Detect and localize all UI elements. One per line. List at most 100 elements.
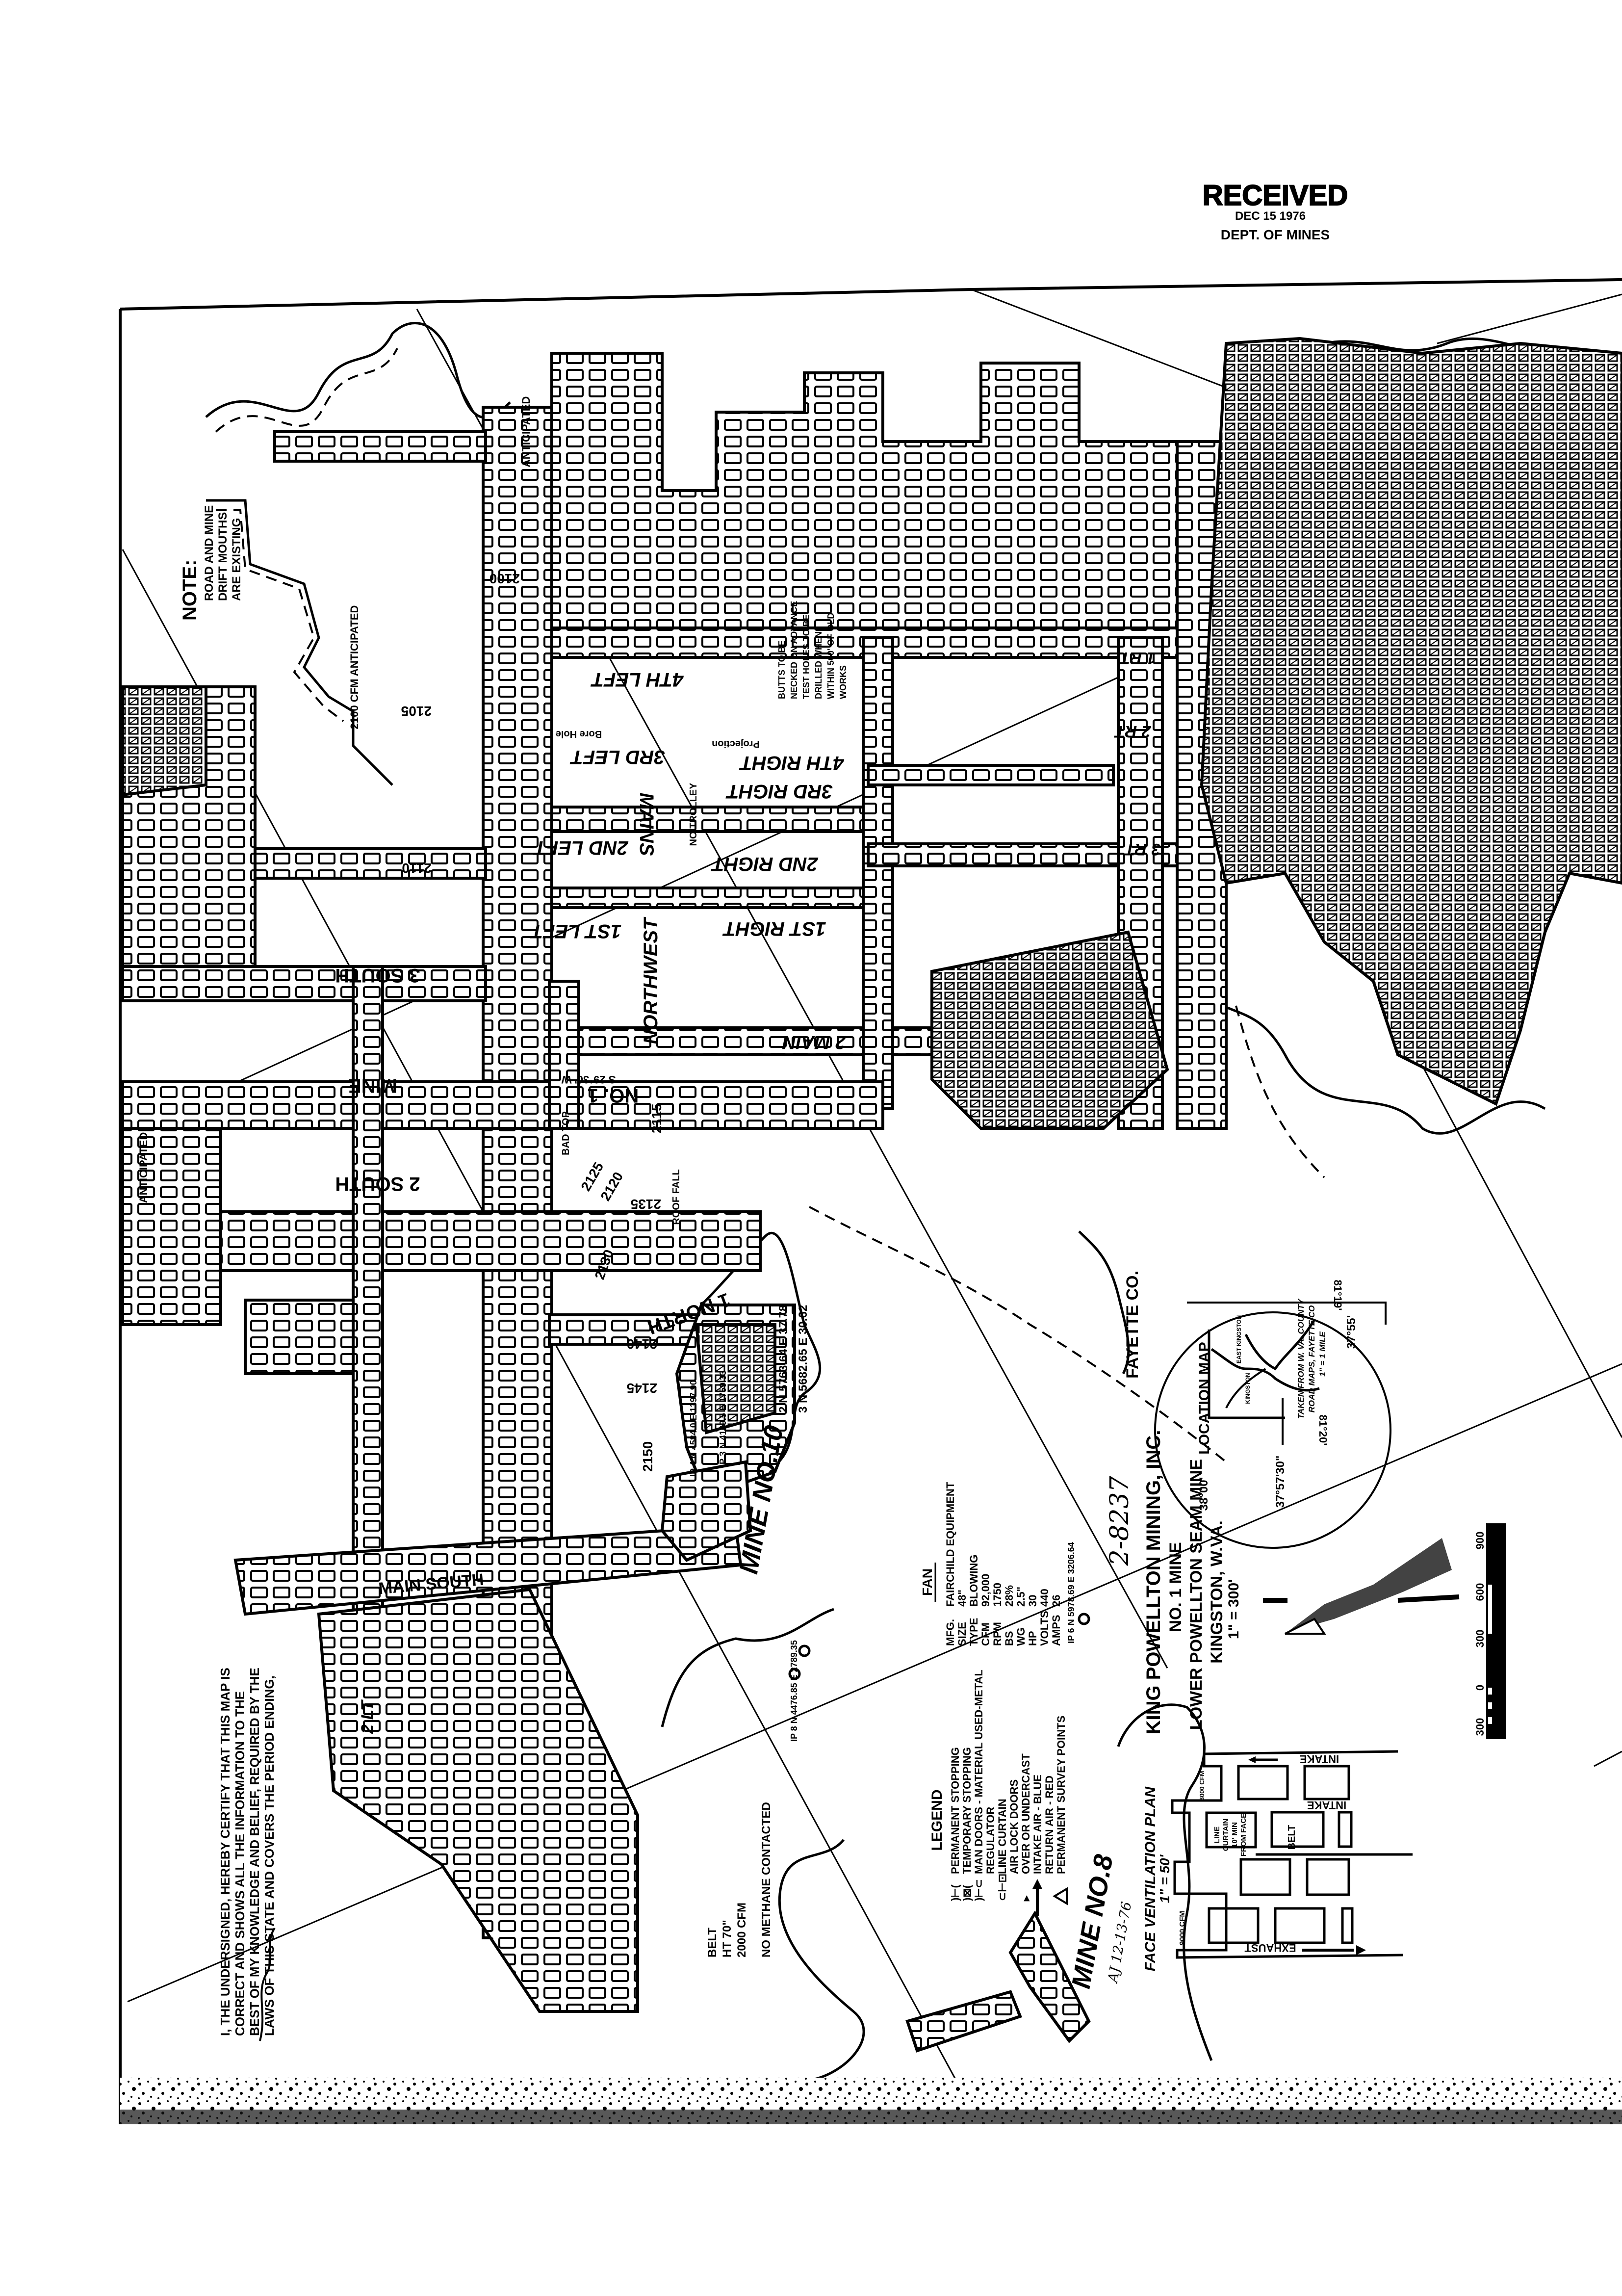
place-kingston: KINGSTON — [1244, 1373, 1251, 1404]
label-3-rt: 3 RT — [1123, 840, 1160, 859]
man-door-icon: )⊢⊂ — [973, 1879, 985, 1901]
fan-title: FAN — [920, 1568, 935, 1596]
fan-spec-label: WG — [1015, 1627, 1027, 1646]
label-anticipated-left: ANTICIPATED — [137, 1132, 150, 1203]
cfm-top-label: 3000 CFM — [1198, 1771, 1206, 1801]
face-plan-title: FACE VENTILATION PLAN — [1142, 1786, 1159, 1971]
label-2nd-left: 2ND LEFT — [533, 837, 629, 859]
legend: LEGEND )⊢( )⊠( )⊢⊂ ⊂⊢⊡ ▸ PERMANENT STOPP… — [929, 1670, 1068, 1916]
label-no-1: NO. 1 — [588, 1085, 639, 1106]
survey-point-icon — [788, 1668, 801, 1680]
seam-name: LOWER POWELLTON SEAM MINE — [1187, 1459, 1206, 1730]
survey-point-icon — [1078, 1613, 1090, 1625]
survey-point-label: 3 N 5682.65 E 30.62 — [797, 1305, 810, 1413]
scale-label: 300 — [1474, 1630, 1486, 1648]
signature — [259, 1927, 276, 2041]
location-lon-right: 81°19' — [1332, 1280, 1344, 1311]
overcast-icon: ▸ — [1020, 1895, 1032, 1902]
location-source-line: TAKEN FROM W. VA. COUNTY — [1296, 1298, 1306, 1419]
note-line: DRIFT MOUTHS — [216, 512, 230, 601]
fan-spec-value: 28% — [1003, 1585, 1015, 1607]
elevation: 2100 — [489, 571, 520, 586]
fan-spec-value: 2.5" — [1015, 1587, 1027, 1607]
fan-values: FAIRCHILD EQUIPMENT 48" BLOWING 92,000 1… — [944, 1482, 1062, 1607]
map-scale: 1" = 300' — [1226, 1579, 1242, 1639]
survey-point-label: IP 8 N 4476.85 E 2789.35 — [789, 1640, 799, 1742]
fan-spec-label: VOLTS — [1038, 1611, 1051, 1646]
label-2nd-right: 2ND RIGHT — [711, 853, 819, 875]
belt-airflow: 2000 CFM — [735, 1903, 748, 1957]
fan-spec-label: CFM — [979, 1622, 992, 1646]
certification-line: LAWS OF THIS STATE AND COVERS THE PERIOD… — [262, 1675, 277, 2036]
location-map: LOCATION MAP 38°00' 37°57'30" 37°55' 81°… — [1154, 1280, 1391, 1549]
drift-mouth-note: NOTE: ROAD AND MINE DRIFT MOUTHS ARE EXI… — [179, 505, 243, 621]
elevation: 2145 — [627, 1381, 657, 1396]
certification-line: I, THE UNDERSIGNED, HEREBY CERTIFY THAT … — [218, 1668, 232, 2036]
scale-label: 900 — [1474, 1532, 1486, 1550]
fan-spec-label: SIZE — [956, 1622, 968, 1646]
fan-spec-value: FAIRCHILD EQUIPMENT — [944, 1482, 956, 1607]
location-source-line: 1" = 1 MILE — [1318, 1331, 1327, 1377]
note-title: NOTE: — [179, 560, 201, 621]
label-bore-hole: Bore Hole — [556, 729, 602, 739]
label-mine: MINE — [348, 1075, 397, 1096]
fan-spec-label: MFG. — [944, 1619, 956, 1646]
curtain-label: CURTAIN — [1222, 1819, 1230, 1851]
label-4th-left: 4TH LEFT — [590, 669, 684, 690]
belt-note: BELT HT 70" 2000 CFM NO METHANE CONTACTE… — [706, 1802, 773, 1957]
scale-label: 300 — [1474, 1718, 1486, 1736]
legend-item: OVER OR UNDERCAST — [1020, 1753, 1032, 1874]
face-ventilation-plan: INTAKE INTAKE EXHAUST BELT LINE CURTAIN … — [1104, 1750, 1413, 1985]
belt-label: BELT — [706, 1928, 719, 1957]
label-roof-fall: ROOF FALL — [671, 1169, 682, 1225]
fan-spec-value: 26 — [1050, 1595, 1062, 1607]
fan-spec-value: 440 — [1038, 1589, 1051, 1607]
fan-spec-value: 1750 — [991, 1583, 1004, 1607]
fan-spec-label: TYPE — [968, 1618, 980, 1646]
fan-spec-value: 30 — [1027, 1595, 1039, 1607]
stamp-received: RECEIVED — [1203, 180, 1348, 211]
belt-height: HT 70" — [721, 1920, 734, 1957]
label-3rd-right: 3RD RIGHT — [725, 781, 833, 802]
fan-spec-label: AMPS — [1050, 1615, 1062, 1646]
fan-spec-value: BLOWING — [968, 1555, 980, 1607]
legend-item: LINE CURTAIN — [996, 1799, 1008, 1874]
label-bearing: S 29°30' W — [561, 1073, 616, 1086]
legend-item: REGULATOR — [984, 1807, 997, 1874]
belt-label: BELT — [1287, 1825, 1297, 1850]
cfm-left-label: 9000 CFM — [1178, 1911, 1186, 1945]
legend-item: AIR LOCK DOORS — [1008, 1779, 1020, 1874]
face-plan-scale: 1" = 50' — [1157, 1854, 1172, 1903]
legend-item: PERMANENT SURVEY POINTS — [1055, 1716, 1067, 1874]
elevation: 2110 — [402, 861, 432, 876]
survey-point-triangle-icon — [1053, 1887, 1068, 1905]
curtain-label: FROM FACE — [1239, 1813, 1248, 1856]
advance-note: BUTTS TO BE NECKED ON ADVANCE TEST HOLES… — [777, 601, 848, 699]
survey-point-label: IP 4 N 4584.0 E 1397.90 — [689, 1380, 698, 1477]
fan-specs: FAN MFG. SIZE TYPE CFM RPM BS WG HP VOLT… — [920, 1482, 1062, 1646]
intake-mid-label: INTAKE — [1307, 1799, 1346, 1811]
certification-line: BEST OF MY KNOWLEDGE AND BELIEF, REQUIRE… — [247, 1668, 262, 2036]
label-2-main: 2 MAIN — [782, 1032, 846, 1052]
curtain-label: LINE — [1213, 1826, 1221, 1843]
intake-arrow-head-icon — [1032, 1879, 1042, 1889]
survey-point-label: IP 3 N 4109.5 E 1759.33 — [718, 1370, 728, 1467]
intake-top-label: INTAKE — [1300, 1753, 1339, 1765]
scan-edge-shadow — [120, 2110, 1622, 2124]
advance-note-line: TEST HOLES TO BE — [801, 614, 811, 699]
legend-symbols: )⊢( )⊠( )⊢⊂ ⊂⊢⊡ ▸ — [949, 1874, 1068, 1916]
label-bad-top: BAD TOP — [561, 1111, 571, 1155]
legend-item: TEMPORARY STOPPING — [961, 1747, 973, 1874]
title-block: KING POWELLTON MINING, INC. NO. 1 MINE L… — [1105, 1430, 1242, 1735]
place-east-kingston: EAST KINGSTON — [1236, 1315, 1242, 1363]
elevation: 2135 — [631, 1197, 661, 1212]
fan-labels: MFG. SIZE TYPE CFM RPM BS WG HP VOLTS AM… — [944, 1611, 1062, 1646]
label-anticipated-top: ANTICIPATED — [520, 396, 532, 468]
location-map-circle — [1154, 1311, 1391, 1549]
survey-point-label: IP 6 N 5978.69 E 3206.64 — [1066, 1542, 1076, 1644]
fan-spec-label: HP — [1027, 1631, 1039, 1646]
survey-point-label: 2 N 5763.64 E 37.78 — [777, 1305, 790, 1413]
label-2-south: 2 SOUTH — [335, 1173, 420, 1195]
location-lat-bottom: 37°57'30" — [1274, 1456, 1287, 1508]
